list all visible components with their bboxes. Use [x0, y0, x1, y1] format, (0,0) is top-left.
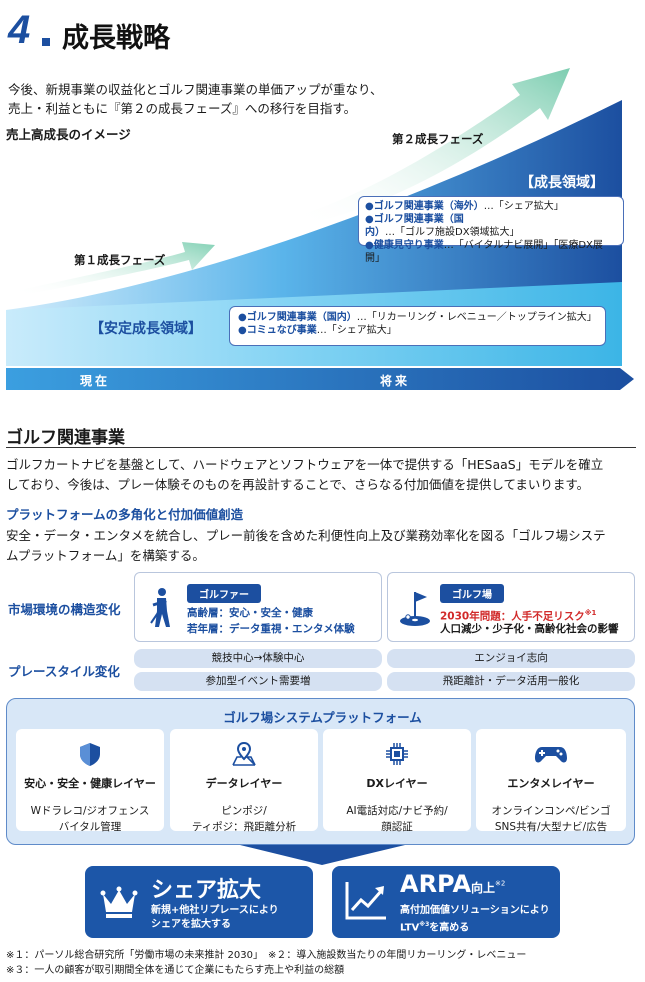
share-expansion-heading: シェア拡大 — [151, 878, 262, 903]
growth-image-label: 売上高成長のイメージ — [6, 127, 131, 142]
gamepad-icon — [535, 747, 567, 763]
phase2-label: 第２成長フェーズ — [392, 132, 484, 146]
intro-line-1: 今後、新規事業の収益化とゴルフ関連事業の単価アップが重なり、 — [8, 82, 383, 97]
stable-zone-box: ●ゴルフ関連事業（国内）…「リカーリング・レベニュー／トップライン拡大」 ●コミ… — [229, 306, 606, 346]
layer-desc: AI電話対応/ナビ予約/ 顔認証 — [346, 805, 448, 833]
golf-course-tag: ゴルフ場 — [440, 584, 504, 603]
entertainment-layer-card: エンタメレイヤー オンラインコンペ/ビンゴ SNS共有/大型ナビ/広告 — [476, 729, 626, 833]
playstyle-pill: 競技中心→体験中心 — [134, 649, 382, 668]
layer-title: 安心・安全・健康レイヤー — [24, 777, 156, 790]
golf-section-title: ゴルフ関連事業 — [6, 428, 125, 448]
layer-title: エンタメレイヤー — [507, 777, 595, 790]
layer-desc: ピンポジ/ ティポジ：飛距離分析 — [191, 805, 297, 833]
map-pin-icon — [232, 741, 256, 766]
arpa-heading: ARPA向上※2 — [400, 870, 506, 898]
footnote-1: ※１：パーソル総合研究所「労働市場の未来推計 2030」 ※２：導入施設数当たり… — [6, 950, 527, 961]
golfer-tag: ゴルファー — [187, 584, 261, 603]
phase1-label: 第１成長フェーズ — [74, 253, 166, 267]
playstyle-row-label: プレースタイル変化 — [8, 664, 120, 679]
arpa-desc: 高付加価値ソリューションにより LTV※3を高める — [400, 905, 550, 934]
growth-chart-icon — [345, 882, 386, 920]
crown-icon — [100, 886, 138, 918]
section-divider — [6, 447, 636, 448]
down-arrow — [240, 845, 405, 865]
playstyle-pill: エンジョイ志向 — [387, 649, 635, 668]
section-number-dot — [42, 38, 50, 46]
phase2-arrow — [300, 68, 570, 226]
stable-zone-line: ●ゴルフ関連事業（国内）…「リカーリング・レベニュー／トップライン拡大」 — [238, 312, 597, 323]
playstyle-pill: 参加型イベント需要増 — [134, 672, 382, 691]
timeline-now: 現在 — [80, 374, 111, 388]
phase1-arrow — [20, 242, 215, 296]
shield-icon — [80, 743, 100, 766]
golf-desc-line-1: ゴルフカートナビを基盤として、ハードウェアとソフトウェアを一体で提供する「HES… — [6, 457, 604, 472]
layer-desc: オンラインコンペ/ビンゴ SNS共有/大型ナビ/広告 — [491, 805, 611, 833]
layer-title: DXレイヤー — [366, 777, 428, 790]
arpa-card: ARPA向上※2 高付加価値ソリューションにより LTV※3を高める — [332, 866, 560, 938]
timeline-bar — [6, 368, 634, 390]
growth-zone-box: ●ゴルフ関連事業（海外）…「シェア拡大」 ●ゴルフ関連事業（国内）…「ゴルフ施設… — [358, 196, 624, 264]
layer-desc: Wドラレコ/ジオフェンス バイタル管理 — [30, 805, 150, 833]
layer-title: データレイヤー — [205, 777, 283, 790]
share-expansion-card: シェア拡大 新規+他社リプレースにより シェアを拡大する — [85, 866, 313, 938]
safety-layer-card: 安心・安全・健康レイヤー Wドラレコ/ジオフェンス バイタル管理 — [16, 729, 164, 833]
course-line-1: 2030年問題：人手不足リスク※1 — [440, 609, 597, 623]
plat-desc-line-1: 安全・データ・エンタメを統合し、プレー前後を含めた利便性向上及び業務効率化を図る… — [6, 528, 606, 543]
golfer-line-1: 高齢層：安心・安全・健康 — [187, 607, 313, 619]
golf-desc-line-2: しており、今後は、プレー体験そのものを再設計することで、さらなる付加価値を提供し… — [6, 477, 590, 492]
golfer-card: ゴルファー 高齢層：安心・安全・健康 若年層：データ重視・エンタメ体験 — [134, 572, 382, 642]
dx-layer-card: DXレイヤー AI電話対応/ナビ予約/ 顔認証 — [323, 729, 471, 833]
section-number: 4 — [8, 8, 31, 52]
footnote-2: ※３：一人の顧客が取引期間全体を通じて企業にもたらす売上や利益の総額 — [6, 965, 345, 976]
platform-description: 安全・データ・エンタメを統合し、プレー前後を含めた利便性向上及び業務効率化を図る… — [6, 526, 636, 566]
playstyle-pill: 飛距離計・データ活用一般化 — [387, 672, 635, 691]
growth-zone-line: ●健康見守り事業…「バイタルナビ展開」「医療DX展開」 — [365, 240, 603, 264]
growth-zone-line: ●ゴルフ関連事業（国内）…「ゴルフ施設DX領域拡大」 — [365, 214, 520, 238]
chip-icon — [386, 743, 408, 765]
platform-subheading: プラットフォームの多角化と付加価値創造 — [6, 507, 244, 522]
growth-zone-title: 【成長領域】 — [520, 175, 604, 191]
growth-zone-line: ●ゴルフ関連事業（海外）…「シェア拡大」 — [365, 201, 564, 212]
share-expansion-desc: 新規+他社リプレースにより シェアを拡大する — [151, 905, 279, 930]
course-line-2: 人口減少・少子化・高齢化社会の影響 — [440, 623, 619, 635]
golfer-icon — [150, 588, 170, 627]
plat-desc-line-2: ムプラットフォーム」を構築する。 — [6, 548, 205, 563]
intro-line-2: 売上・利益ともに『第２の成長フェーズ』への移行を目指す。 — [8, 101, 357, 116]
market-row-label: 市場環境の構造変化 — [8, 602, 121, 617]
page-title: 成長戦略 — [62, 23, 170, 54]
intro-text: 今後、新規事業の収益化とゴルフ関連事業の単価アップが重なり、 売上・利益ともに『… — [8, 80, 428, 118]
platform-title: ゴルフ場システムプラットフォーム — [223, 710, 422, 725]
golf-description: ゴルフカートナビを基盤として、ハードウェアとソフトウェアを一体で提供する「HES… — [6, 455, 636, 495]
data-layer-card: データレイヤー ピンポジ/ ティポジ：飛距離分析 — [170, 729, 318, 833]
stable-zone-title: 【安定成長領域】 — [90, 321, 202, 337]
stable-zone-line: ●コミュなび事業…「シェア拡大」 — [238, 325, 397, 336]
timeline-future: 将来 — [380, 374, 411, 388]
golf-flag-icon — [400, 592, 430, 626]
golf-course-card: ゴルフ場 2030年問題：人手不足リスク※1 人口減少・少子化・高齢化社会の影響 — [387, 572, 635, 642]
golfer-line-2: 若年層：データ重視・エンタメ体験 — [187, 623, 355, 635]
